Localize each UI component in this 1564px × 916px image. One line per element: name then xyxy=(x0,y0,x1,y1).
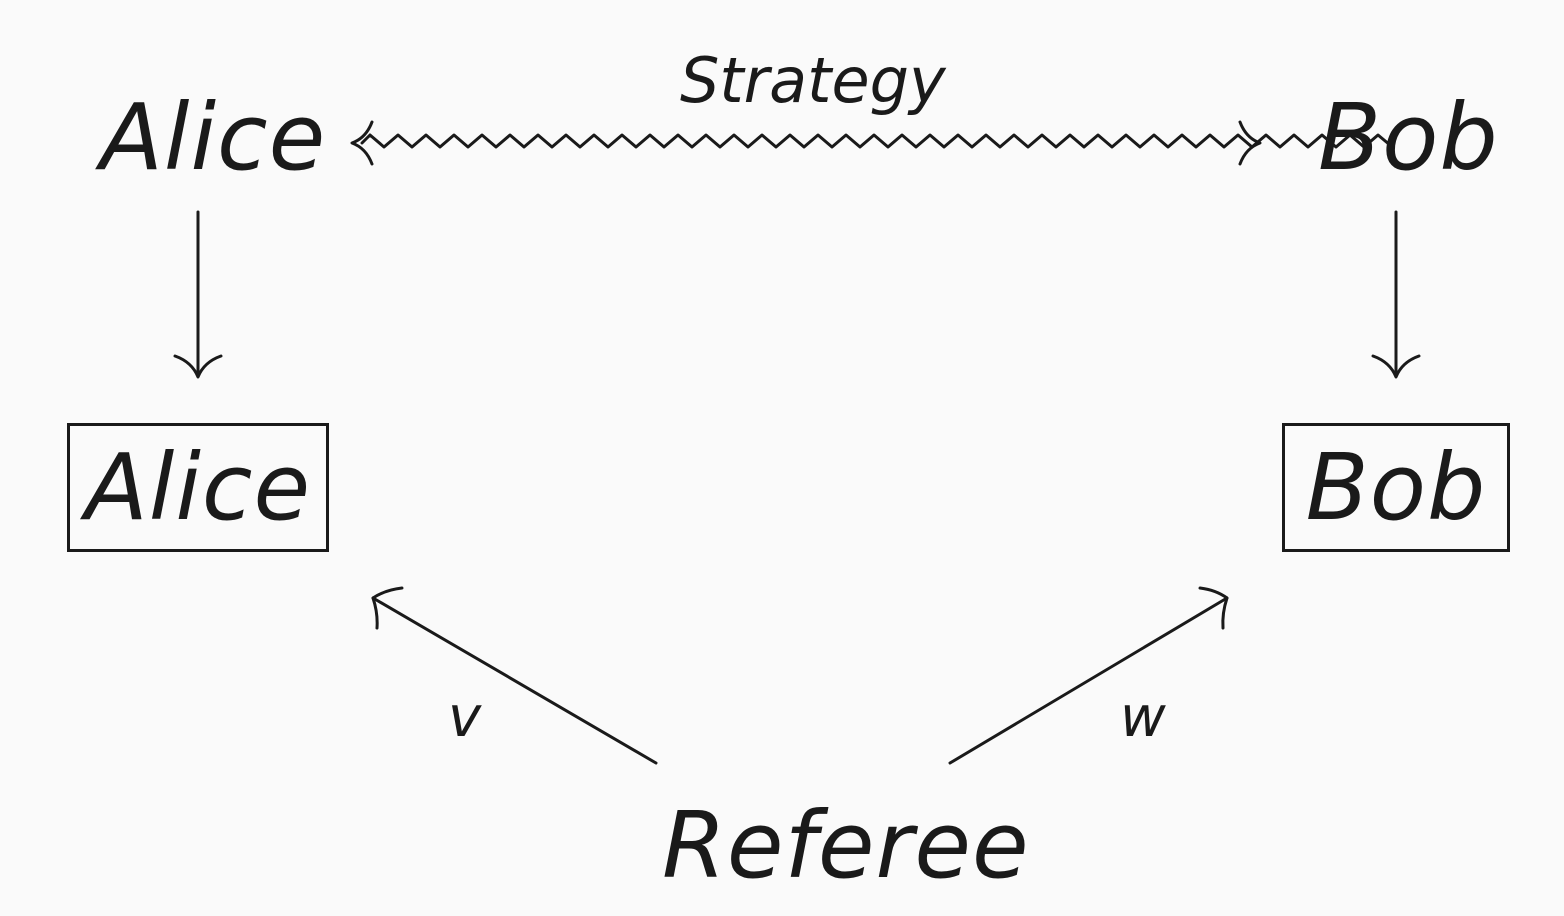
referee-to-bob-edge xyxy=(948,596,1229,765)
box-alice: Alice xyxy=(67,423,329,552)
bob-down-arrowhead xyxy=(1371,354,1421,379)
node-alice-top: Alice xyxy=(100,84,327,191)
referee-to-alice-edge xyxy=(371,596,658,765)
referee-to-bob-arrowhead xyxy=(1198,586,1229,630)
referee-to-alice-arrowhead xyxy=(371,586,404,630)
edge-label-v: v xyxy=(448,685,482,750)
node-bob-top: Bob xyxy=(1318,84,1499,191)
box-alice-label: Alice xyxy=(84,433,312,541)
alice-down-arrowhead xyxy=(173,354,223,379)
strategy-arrowhead-left xyxy=(350,120,374,166)
box-bob-label: Bob xyxy=(1305,433,1487,541)
strategy-arrowhead-right xyxy=(1238,120,1262,166)
strategy-label: Strategy xyxy=(680,44,946,117)
node-referee: Referee xyxy=(662,792,1030,899)
strategy-squiggle-edge xyxy=(360,133,1392,149)
box-bob: Bob xyxy=(1282,423,1510,552)
edge-label-w: w xyxy=(1120,685,1166,750)
